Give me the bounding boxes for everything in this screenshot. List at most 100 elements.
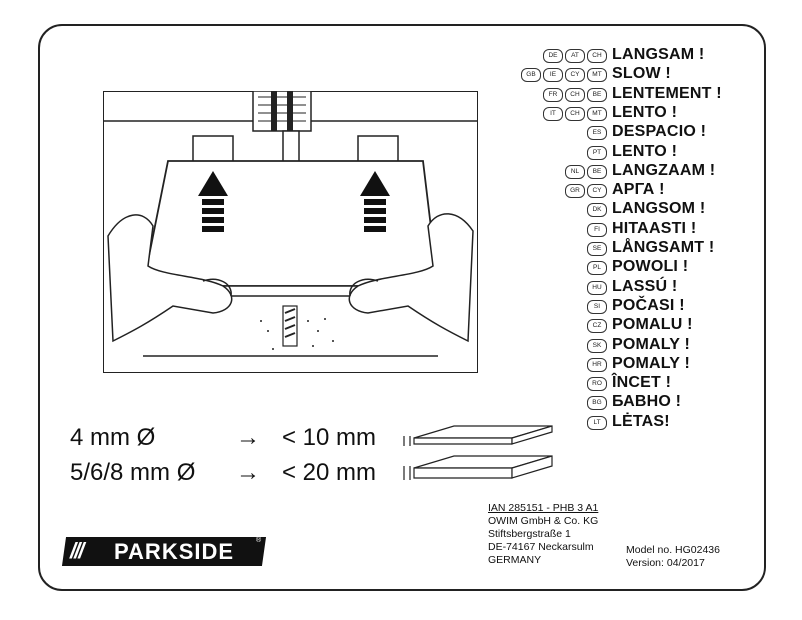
city: DE-74167 Neckarsulm <box>488 541 594 553</box>
country-code-badge: AT <box>565 49 585 63</box>
board-thickness-icons <box>403 425 553 480</box>
country-code-badge: DK <box>587 203 607 218</box>
country-code-badge: PL <box>587 261 607 276</box>
version: Version: 04/2017 <box>626 557 705 569</box>
rule-diameter: 4 mm Ø <box>70 424 156 451</box>
logo-brand: PARKSIDE <box>114 539 235 564</box>
right-hand-icon <box>348 213 474 343</box>
language-row: LT LĖTAS! <box>502 413 752 433</box>
language-row: BG БАВНО ! <box>502 393 752 413</box>
manufacturer-address: IAN 285151 - PHB 3 A1 OWIM GmbH & Co. KG… <box>488 502 598 567</box>
country-codes: ES <box>587 126 607 141</box>
thin-board-icon <box>403 425 553 446</box>
slow-warning-word: LĖTAS! <box>612 412 670 430</box>
slow-warning-word: ΑΡΓΑ ! <box>612 181 665 199</box>
country-code-badge: BE <box>587 87 607 102</box>
country-codes: FI <box>587 222 607 237</box>
slow-warning-word: POMALU ! <box>612 316 693 334</box>
language-row: DK LANGSOM ! <box>502 200 752 220</box>
country-code-badge: HU <box>587 280 607 295</box>
country-codes: HU <box>587 280 607 295</box>
country-code-badge: GR <box>565 184 585 199</box>
slow-warning-word: ÎNCET ! <box>612 374 672 392</box>
country-codes: CZ <box>587 319 607 334</box>
country-code-badge: CY <box>587 184 607 199</box>
wood-chips <box>260 318 334 350</box>
arrow-icon: → <box>236 459 260 486</box>
country-codes: LT <box>587 415 607 430</box>
country-codes: PL <box>587 261 607 276</box>
language-row: CZ POMALU ! <box>502 316 752 336</box>
logo-slashes: /// <box>70 538 84 563</box>
slow-warning-word: БАВНО ! <box>612 393 682 411</box>
language-row: PT LENTO ! <box>502 143 752 163</box>
language-row: FI HITAASTI ! <box>502 220 752 240</box>
country-codes: HR <box>587 357 607 372</box>
company-name: OWIM GmbH & Co. KG <box>488 515 599 527</box>
country-codes: SI <box>587 299 607 314</box>
country-code-badge: RO <box>587 377 607 392</box>
street: Stiftsbergstraße 1 <box>488 528 571 540</box>
country-code-badge: ES <box>587 126 607 141</box>
country-code-badge: FR <box>543 87 563 102</box>
language-row: SI POČASI ! <box>502 297 752 317</box>
language-row: HU LASSÚ ! <box>502 278 752 298</box>
country-codes: DK <box>587 203 607 218</box>
rule-thickness: < 20 mm <box>282 459 377 486</box>
slow-warning-word: LASSÚ ! <box>612 277 678 295</box>
country-code-badge: GB <box>521 68 541 83</box>
country-codes: RO <box>587 377 607 392</box>
slow-warning-word: POČASI ! <box>612 296 685 314</box>
country-code-badge: SK <box>587 338 607 353</box>
country-code-badge: PT <box>587 145 607 160</box>
instruction-card <box>38 24 766 591</box>
country-code-badge: SE <box>587 242 607 256</box>
language-row: SE LÅNGSAMT ! <box>502 239 752 259</box>
slow-warning-word: LANGSOM ! <box>612 200 706 218</box>
slow-warning-word: LENTEMENT ! <box>612 84 722 102</box>
push-direction-arrow-left-icon <box>198 171 228 232</box>
slow-warning-word: LÅNGSAMT ! <box>612 239 715 256</box>
country-code-badge: CH <box>565 106 585 121</box>
drill-chuck-icon <box>252 91 312 132</box>
country-code-badge: SI <box>587 299 607 314</box>
country-code-badge: BG <box>587 396 607 411</box>
slow-warning-word: LANGSAM ! <box>612 46 705 63</box>
drill-bit-lower-icon <box>282 305 298 347</box>
country-codes: PT <box>587 145 607 160</box>
slow-warning-word: DESPACIO ! <box>612 123 707 141</box>
country-code-badge: CZ <box>587 319 607 334</box>
arrow-icon: → <box>236 424 260 451</box>
slow-warning-word: LANGZAAM ! <box>612 161 716 179</box>
model-info: Model no. HG02436 Version: 04/2017 <box>626 544 720 570</box>
country-code-badge: BE <box>587 164 607 179</box>
country-code-badge: DE <box>543 49 563 63</box>
thick-board-icon <box>403 455 553 480</box>
slow-warning-word: LENTO ! <box>612 103 678 121</box>
rule-thickness: < 10 mm <box>282 424 377 451</box>
language-row: RO ÎNCET ! <box>502 374 752 394</box>
country-code-badge: MT <box>587 68 607 83</box>
country-code-badge: FI <box>587 222 607 237</box>
country-code-badge: CY <box>565 68 585 83</box>
ian-number: IAN 285151 - PHB 3 A1 <box>488 502 599 514</box>
country-code-badge: HR <box>587 357 607 372</box>
slow-warning-word: HITAASTI ! <box>612 219 697 237</box>
language-row: ES DESPACIO ! <box>502 123 752 143</box>
country-codes: SK <box>587 338 607 353</box>
slow-warning-word: SLOW ! <box>612 65 671 83</box>
slow-warning-word: LENTO ! <box>612 142 678 160</box>
country-code-badge: NL <box>565 164 585 179</box>
